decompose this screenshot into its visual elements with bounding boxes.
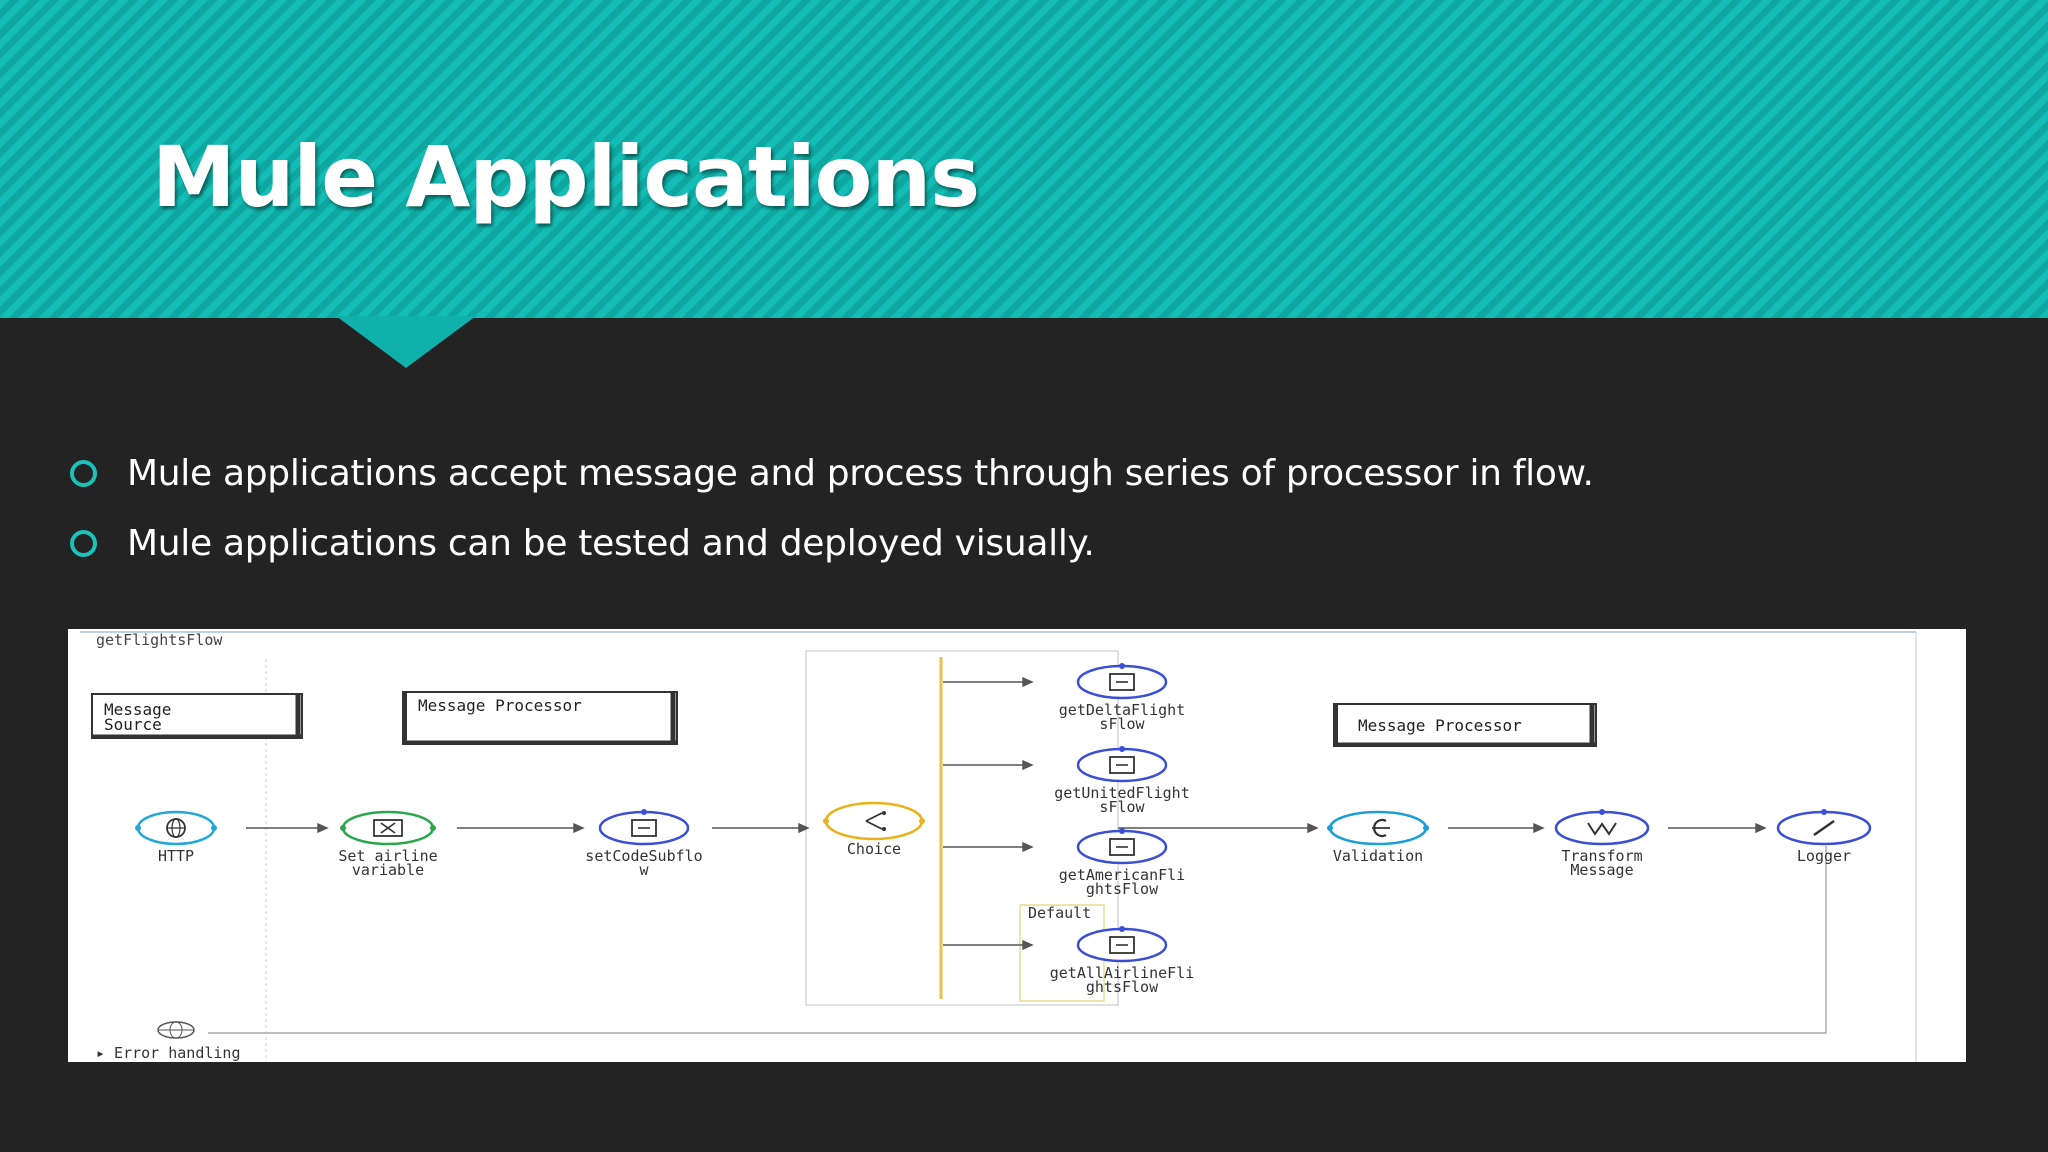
circle-bullet-icon [70, 529, 97, 557]
error-handler-globe-icon [157, 1021, 195, 1039]
all-airlines-label: getAllAirlineFli ghtsFlow [1049, 964, 1195, 996]
validation-label: Validation [1332, 847, 1424, 865]
flow-canvas [80, 631, 1917, 1062]
message-processor-label-1: Message Processor [418, 696, 582, 715]
message-source-box [91, 693, 303, 739]
http-node[interactable] [135, 810, 217, 846]
default-branch-frame [1019, 904, 1105, 1002]
set-variable-node[interactable] [340, 810, 436, 846]
choice-branch-arrows [943, 676, 1034, 951]
transform-message-node[interactable] [1554, 809, 1650, 846]
default-branch-label: Default [1028, 904, 1092, 922]
message-processor-label-2: Message Processor [1358, 716, 1522, 735]
american-flow-ref-node[interactable] [1076, 828, 1168, 865]
bullet-text: Mule applications accept message and pro… [127, 452, 1594, 494]
message-processor-box-1 [402, 691, 678, 745]
logger-label: Logger [1796, 847, 1852, 865]
american-label: getAmericanFli ghtsFlow [1058, 866, 1186, 898]
http-label: HTTP [157, 847, 195, 865]
bullet-item: Mule applications can be tested and depl… [70, 508, 1970, 578]
message-source-label: Message Source [104, 700, 172, 734]
set-variable-label: Set airline variable [338, 847, 438, 879]
circle-bullet-icon [70, 459, 97, 487]
all-airlines-flow-ref-node[interactable] [1076, 926, 1168, 963]
choice-label: Choice [846, 840, 902, 858]
delta-flow-ref-node[interactable] [1076, 663, 1168, 700]
transform-label: Transform Message [1561, 847, 1643, 879]
return-line [208, 846, 1827, 1034]
banner-notch [336, 316, 476, 368]
bullet-item: Mule applications accept message and pro… [70, 438, 1970, 508]
error-handling-toggle[interactable]: ▸ Error handling [96, 1044, 241, 1062]
title-banner [0, 0, 2048, 318]
set-code-subflow-node[interactable] [598, 809, 690, 846]
united-label: getUnitedFlight sFlow [1054, 784, 1190, 816]
message-processor-box-2 [1333, 703, 1597, 747]
choice-node[interactable] [823, 801, 925, 841]
united-flow-ref-node[interactable] [1076, 746, 1168, 783]
main-flow-arrows [246, 822, 1767, 834]
slide-title: Mule Applications [152, 128, 980, 226]
set-code-subflow-label: setCodeSubflo w [585, 847, 703, 879]
bullet-list: Mule applications accept message and pro… [70, 438, 1970, 578]
logger-node[interactable] [1776, 809, 1872, 846]
mule-flow-diagram: getFlightsFlow Message Source Message Pr… [68, 629, 1966, 1062]
delta-label: getDeltaFlight sFlow [1058, 701, 1186, 733]
flow-name: getFlightsFlow [96, 631, 223, 649]
bullet-text: Mule applications can be tested and depl… [127, 522, 1095, 564]
validation-node[interactable] [1327, 810, 1429, 846]
